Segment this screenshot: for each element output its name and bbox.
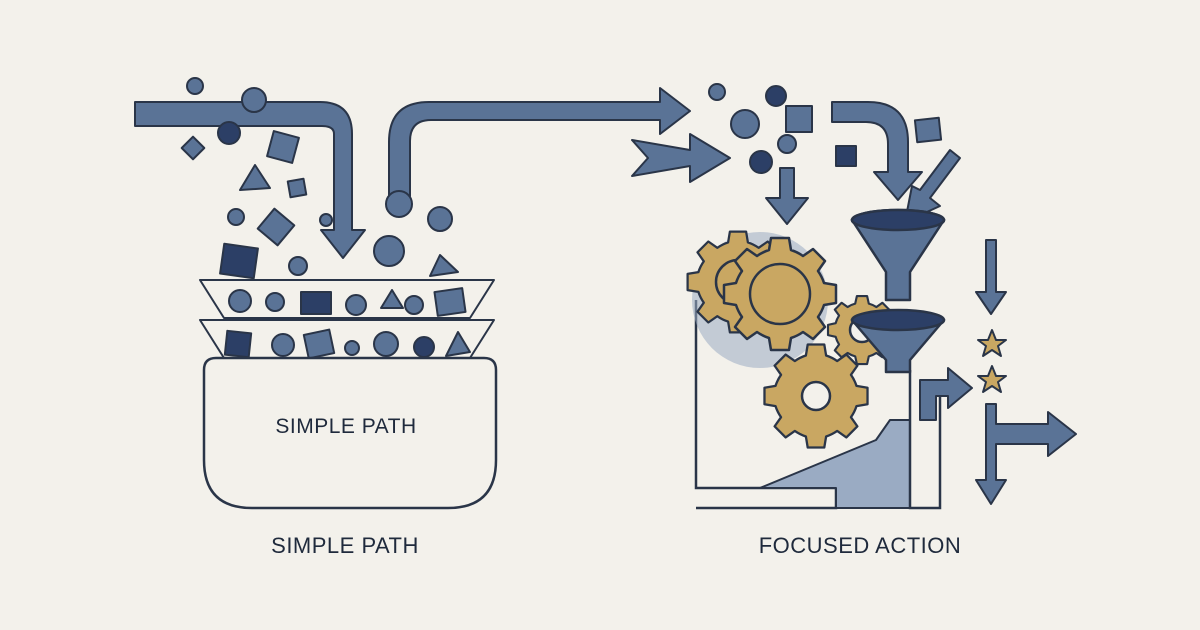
inflow-arrow <box>134 101 366 259</box>
right-caption: FOCUSED ACTION <box>759 533 962 558</box>
down-arrow-right <box>975 239 1007 315</box>
right-panel: FOCUSED ACTION <box>631 83 1077 558</box>
funnel-out-arrow <box>919 367 973 421</box>
left-panel: SIMPLE PATH SIMPLE PATH <box>134 77 691 558</box>
star-icon <box>977 329 1007 357</box>
sieve-layers <box>199 279 495 360</box>
funnel-icon <box>850 208 946 302</box>
scattered-shapes <box>180 77 459 280</box>
left-caption: SIMPLE PATH <box>271 533 419 558</box>
funnel-icon <box>850 308 946 374</box>
gear-icon <box>763 343 869 449</box>
chevron-arrow <box>631 133 731 183</box>
simple-path-container <box>202 356 498 510</box>
curved-arrow-funnel <box>831 101 923 201</box>
down-arrow-gears <box>765 167 809 225</box>
star-icon <box>977 365 1007 393</box>
outflow-arrow <box>388 87 691 197</box>
split-arrow <box>975 403 1077 505</box>
container-label: SIMPLE PATH <box>275 415 416 438</box>
incoming-shapes <box>708 83 943 174</box>
gear-icon <box>722 236 838 352</box>
